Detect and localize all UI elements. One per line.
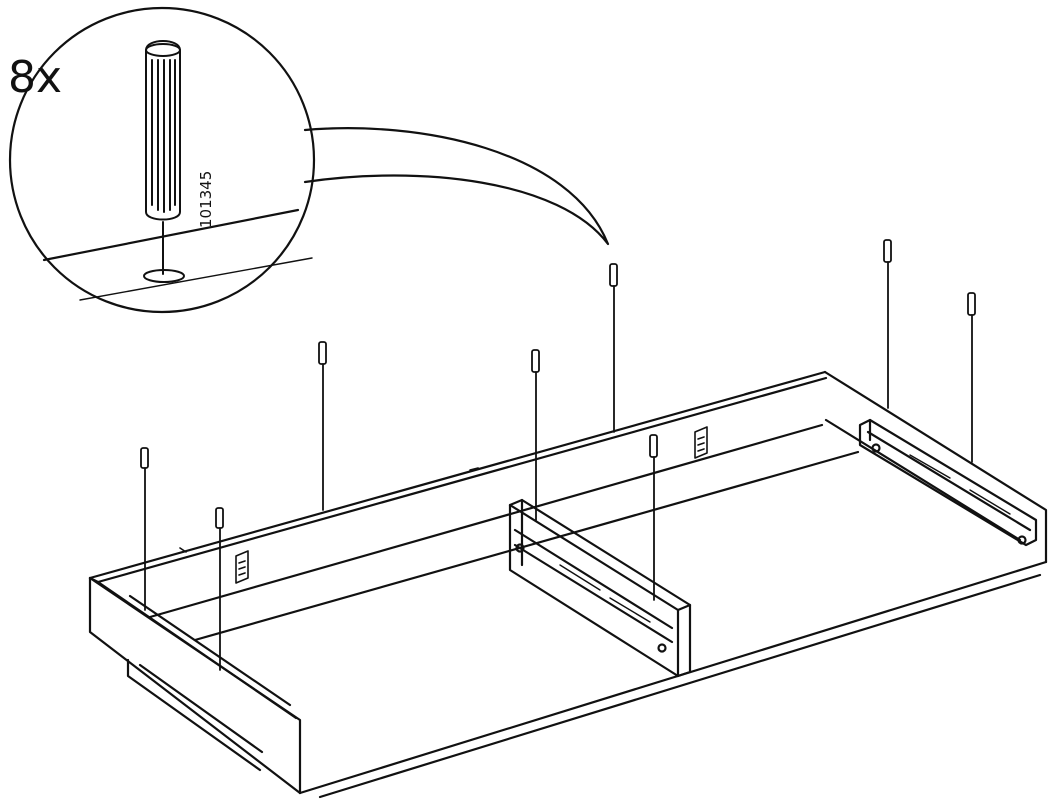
right-drawer-runner (858, 418, 1038, 547)
dowel (883, 239, 892, 409)
dowel (649, 434, 658, 601)
dowel (967, 292, 976, 463)
label-plate-right (694, 426, 708, 459)
dowel (140, 447, 149, 611)
part-number-label: 101345 (197, 171, 215, 228)
dowel (531, 349, 540, 521)
dowel (609, 263, 618, 433)
dowels (140, 239, 976, 671)
wooden-dowel-icon (145, 40, 181, 275)
quantity-label: 8x (8, 52, 62, 103)
dowel (318, 341, 327, 511)
dowel (215, 507, 224, 671)
drawer-frame (88, 370, 1048, 799)
label-plate-left (235, 550, 249, 584)
middle-drawer-runner (508, 498, 692, 678)
magnifier-callout (8, 6, 610, 314)
